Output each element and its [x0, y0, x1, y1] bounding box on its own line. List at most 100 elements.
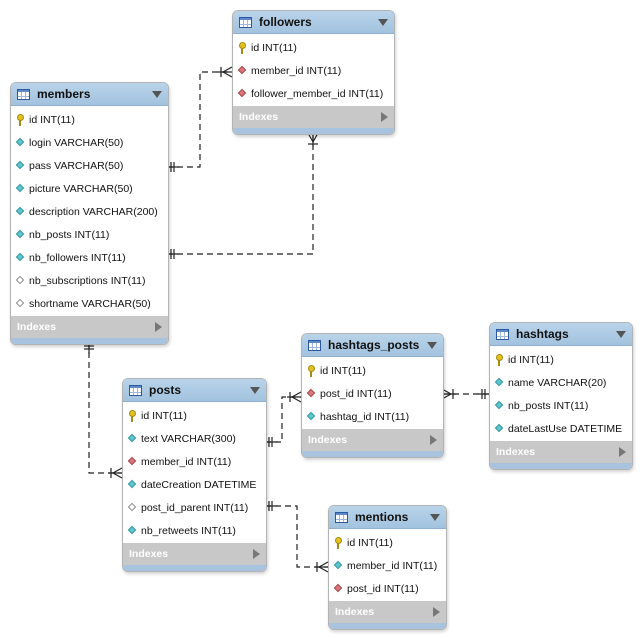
column-row[interactable]: shortname VARCHAR(50)	[11, 292, 168, 315]
column-row[interactable]: nb_retweets INT(11)	[123, 519, 266, 542]
column-list: id INT(11)text VARCHAR(300) member_id INT…	[123, 402, 266, 543]
column-text: picture VARCHAR(50)	[29, 182, 133, 195]
primary-key-icon	[307, 365, 316, 377]
table-name: hashtags_posts	[328, 338, 420, 352]
table-icon	[129, 384, 142, 396]
column-row[interactable]: text VARCHAR(300)	[123, 427, 266, 450]
column-row[interactable]: dateCreation DATETIME	[123, 473, 266, 496]
column-row[interactable]: post_id INT(11)	[302, 382, 443, 405]
column-row[interactable]: nb_posts INT(11)	[490, 394, 632, 417]
table-name: posts	[149, 383, 182, 397]
relationship-line	[265, 505, 328, 568]
table-members[interactable]: members id INT(11) login VARCHAR(50) pass V…	[10, 82, 169, 345]
collapse-caret-icon[interactable]	[250, 386, 260, 394]
column-text: follower_member_id INT(11)	[251, 87, 384, 100]
table-header[interactable]: posts	[123, 379, 266, 402]
table-followers[interactable]: followers id INT(11) member_id INT(11) foll…	[232, 10, 395, 135]
indexes-section[interactable]: Indexes	[302, 429, 443, 451]
column-row[interactable]: hashtag_id INT(11)	[302, 405, 443, 428]
column-text: hashtag_id INT(11)	[320, 410, 410, 423]
expand-arrow-icon[interactable]	[433, 607, 440, 617]
not-null-column-icon	[127, 525, 137, 535]
column-row[interactable]: post_id_parent INT(11)	[123, 496, 266, 519]
column-row[interactable]: id INT(11)	[329, 531, 446, 554]
primary-key-icon	[334, 537, 343, 549]
column-row[interactable]: follower_member_id INT(11)	[233, 82, 394, 105]
column-row[interactable]: member_id INT(11)	[123, 450, 266, 473]
column-row[interactable]: id INT(11)	[123, 404, 266, 427]
column-row[interactable]: nb_posts INT(11)	[11, 223, 168, 246]
column-row[interactable]: pass VARCHAR(50)	[11, 154, 168, 177]
indexes-section[interactable]: Indexes	[490, 441, 632, 463]
table-header[interactable]: followers	[233, 11, 394, 34]
expand-arrow-icon[interactable]	[381, 112, 388, 122]
table-header[interactable]: hashtags	[490, 323, 632, 346]
table-header[interactable]: hashtags_posts	[302, 334, 443, 357]
nullable-column-icon	[15, 275, 25, 285]
column-row[interactable]: login VARCHAR(50)	[11, 131, 168, 154]
indexes-section[interactable]: Indexes	[11, 316, 168, 338]
primary-key-icon	[16, 114, 25, 126]
indexes-label: Indexes	[129, 548, 169, 560]
indexes-label: Indexes	[239, 111, 279, 123]
table-header[interactable]: mentions	[329, 506, 446, 529]
column-row[interactable]: nb_subscriptions INT(11)	[11, 269, 168, 292]
column-row[interactable]: description VARCHAR(200)	[11, 200, 168, 223]
relationship-line	[88, 342, 122, 474]
column-list: id INT(11) member_id INT(11)post_id INT(1…	[329, 529, 446, 601]
expand-arrow-icon[interactable]	[430, 435, 437, 445]
column-row[interactable]: member_id INT(11)	[233, 59, 394, 82]
relationship-line	[167, 71, 232, 168]
column-row[interactable]: id INT(11)	[11, 108, 168, 131]
crowfoot-mark	[112, 472, 123, 479]
column-row[interactable]: dateLastUse DATETIME	[490, 417, 632, 440]
column-row[interactable]: id INT(11)	[233, 36, 394, 59]
crowfoot-mark	[222, 71, 233, 78]
foreign-key-icon	[306, 388, 316, 398]
table-posts[interactable]: posts id INT(11)text VARCHAR(300) member_i…	[122, 378, 267, 572]
indexes-section[interactable]: Indexes	[123, 543, 266, 565]
column-row[interactable]: member_id INT(11)	[329, 554, 446, 577]
indexes-label: Indexes	[308, 434, 348, 446]
column-text: dateCreation DATETIME	[141, 478, 257, 491]
column-row[interactable]: id INT(11)	[302, 359, 443, 382]
column-row[interactable]: post_id INT(11)	[329, 577, 446, 600]
indexes-label: Indexes	[17, 321, 57, 333]
column-text: pass VARCHAR(50)	[29, 159, 124, 172]
expand-arrow-icon[interactable]	[155, 322, 162, 332]
indexes-section[interactable]: Indexes	[329, 601, 446, 623]
column-list: id INT(11) login VARCHAR(50) pass VARCHAR(…	[11, 106, 168, 316]
collapse-caret-icon[interactable]	[152, 90, 162, 98]
collapse-caret-icon[interactable]	[378, 18, 388, 26]
column-text: nb_posts INT(11)	[508, 399, 589, 412]
table-footer	[123, 565, 266, 571]
collapse-caret-icon[interactable]	[427, 341, 437, 349]
table-footer	[302, 451, 443, 457]
crowfoot-mark	[318, 561, 329, 568]
column-text: name VARCHAR(20)	[508, 376, 607, 389]
expand-arrow-icon[interactable]	[253, 549, 260, 559]
column-row[interactable]: id INT(11)	[490, 348, 632, 371]
column-text: nb_subscriptions INT(11)	[29, 274, 146, 287]
not-null-column-icon	[494, 377, 504, 387]
column-text: nb_posts INT(11)	[29, 228, 110, 241]
collapse-caret-icon[interactable]	[616, 330, 626, 338]
column-row[interactable]: name VARCHAR(20)	[490, 371, 632, 394]
table-header[interactable]: members	[11, 83, 168, 106]
column-row[interactable]: nb_followers INT(11)	[11, 246, 168, 269]
column-text: description VARCHAR(200)	[29, 205, 158, 218]
column-text: id INT(11)	[347, 536, 393, 549]
column-row[interactable]: picture VARCHAR(50)	[11, 177, 168, 200]
collapse-caret-icon[interactable]	[430, 513, 440, 521]
table-icon	[17, 88, 30, 100]
indexes-section[interactable]: Indexes	[233, 106, 394, 128]
column-text: member_id INT(11)	[141, 455, 232, 468]
column-text: post_id_parent INT(11)	[141, 501, 249, 514]
expand-arrow-icon[interactable]	[619, 447, 626, 457]
column-text: id INT(11)	[29, 113, 75, 126]
column-text: id INT(11)	[251, 41, 297, 54]
table-mentions[interactable]: mentions id INT(11) member_id INT(11)post_…	[328, 505, 447, 630]
